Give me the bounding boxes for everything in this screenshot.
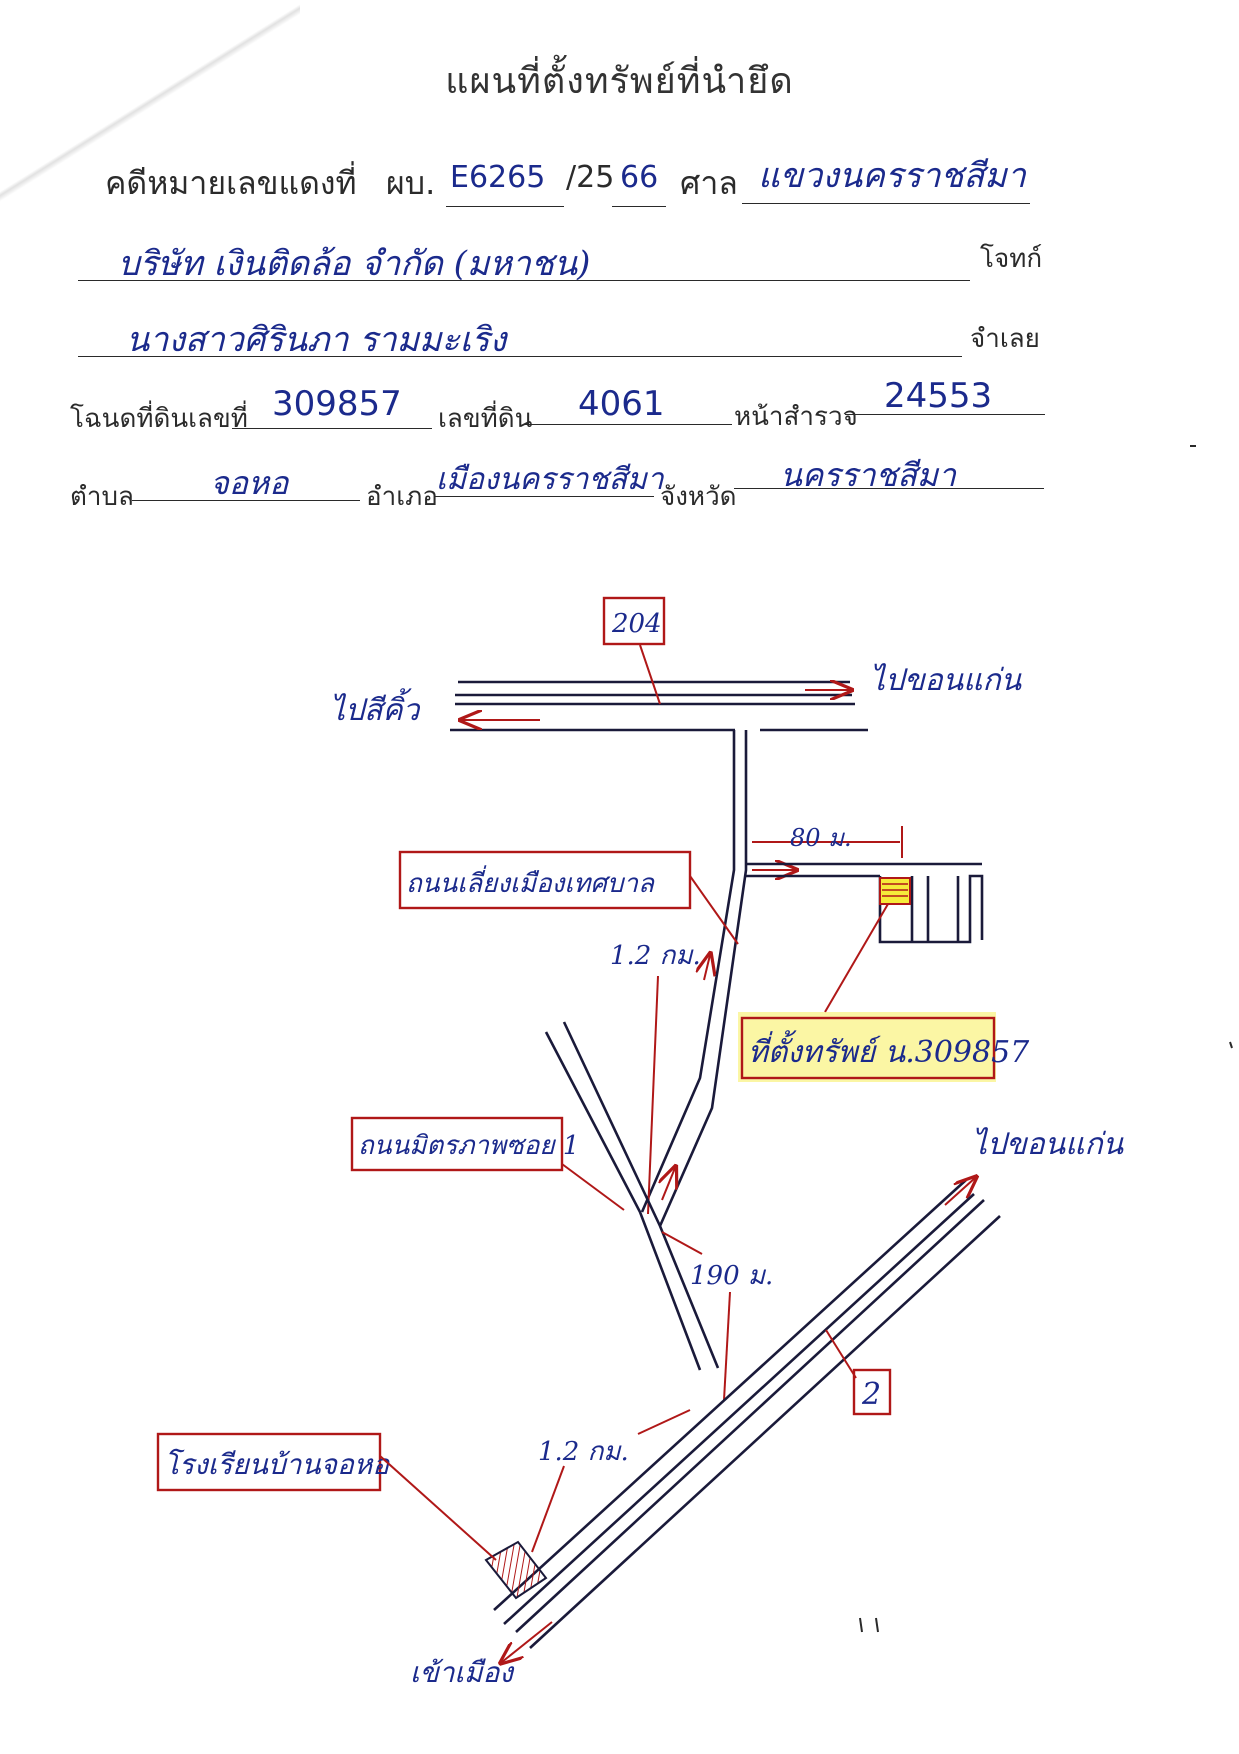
bypass-road-box (398, 850, 692, 910)
dim-190m-line (723, 1291, 731, 1401)
court-underline (742, 203, 1030, 204)
case-number-label: คดีหมายเลขแดงที่ (105, 164, 357, 202)
case-year-prefix: /25 (566, 160, 615, 195)
dist-190m: 190 ม. (690, 1261, 773, 1291)
mittraphap-soi-label: ถนนมิตรภาพซอย 1 (358, 1131, 579, 1161)
property-leader (824, 903, 889, 1013)
route-204-label: 204 (611, 609, 662, 639)
dist-80m: 80 ม. (790, 824, 852, 852)
subdistrict-value: จอหอ (210, 464, 289, 502)
case-number-value: E6265 (450, 160, 546, 195)
property-box (740, 1016, 996, 1080)
survey-page-label: หน้าสำรวจ (734, 402, 858, 432)
to-city: เข้าเมือง (410, 1656, 515, 1689)
school-marker (484, 1540, 548, 1600)
to-khonkaen-right: ไปขอนแก่น (972, 1127, 1125, 1162)
property-soi (746, 862, 984, 944)
dist-1-2km-bottom: 1.2 กม. (538, 1437, 629, 1467)
case-year-value: 66 (620, 160, 659, 195)
property-highlight (738, 1012, 996, 1082)
dist-1-2km-top: 1.2 กม. (610, 941, 701, 971)
defendant-underline (78, 356, 962, 357)
defendant-label: จำเลย (970, 324, 1040, 354)
highway-204 (450, 680, 868, 732)
property-label: ที่ตั้งทรัพย์ น.309857 (748, 1030, 1030, 1070)
arrow-to-city (502, 1621, 553, 1662)
paper-fold-mark (0, 0, 300, 220)
stray-marks (859, 445, 1233, 1633)
deed-number-label: โฉนดที่ดินเลขที่ (70, 404, 248, 434)
subdistrict-underline (132, 500, 360, 501)
court-label: ศาล (680, 164, 738, 202)
district-value: เมืองนครราชสีมา (436, 462, 664, 497)
district-underline (434, 496, 654, 497)
deed-number-underline (232, 428, 432, 429)
bypass-road-leader (689, 875, 739, 945)
land-number-value: 4061 (578, 384, 665, 424)
dist-1-2km-bottom-leader (637, 1409, 691, 1435)
arrow-bypass-lower (662, 1168, 675, 1201)
route-2-box (852, 1368, 892, 1416)
route-204-box (602, 596, 666, 646)
arrow-bypass-north (704, 955, 710, 981)
mittraphap-soi-box (350, 1116, 564, 1172)
deed-number-value: 309857 (272, 384, 402, 424)
mittraphap-soi-1 (544, 1021, 720, 1371)
subdistrict-label: ตำบล (70, 482, 134, 512)
to-khonkaen-top: ไปขอนแก่น (870, 663, 1023, 698)
bypass-road-label: ถนนเลี่ยงเมืองเทศบาล (406, 865, 655, 899)
route-2-leader (825, 1329, 857, 1379)
plaintiff-name: บริษัท เงินติดล้อ จำกัด (มหาชน) (118, 244, 591, 284)
property-marker-fill (882, 883, 908, 897)
case-number-underline (446, 206, 564, 207)
bypass-road (640, 730, 748, 1227)
route-2-label: 2 (861, 1377, 881, 1412)
school-leader (379, 1455, 497, 1561)
case-year-underline (612, 206, 666, 207)
page-title: แผนที่ตั้งทรัพย์ที่นำยึด (445, 61, 794, 102)
school-box (156, 1432, 382, 1492)
property-marker (879, 877, 911, 905)
arrow-to-khonkaen-right (944, 1178, 975, 1206)
mittraphap-soi-leader (561, 1163, 625, 1211)
route-204-leader (639, 644, 661, 705)
dist-1-2km-bottom-tick (531, 1465, 565, 1553)
province-underline (734, 488, 1044, 489)
court-name: แขวงนครราชสีมา (758, 156, 1026, 196)
plaintiff-label: โจทก์ (980, 244, 1043, 274)
land-number-label: เลขที่ดิน (438, 404, 533, 434)
land-number-underline (524, 424, 732, 425)
survey-page-value: 24553 (884, 376, 993, 416)
province-value: นครราชสีมา (780, 456, 956, 494)
school-label: โรงเรียนบ้านจอหอ (164, 1448, 390, 1481)
defendant-name: นางสาวศิรินภา รามมะเริง (126, 320, 507, 360)
dist-1-2km-top-leader (647, 975, 659, 1215)
survey-page-underline (845, 414, 1045, 415)
province-label: จังหวัด (660, 482, 737, 512)
to-sikhio: ไปสีคิ้ว (330, 688, 422, 728)
plaintiff-underline (78, 280, 970, 281)
case-prefix: ผบ. (386, 164, 436, 202)
dim-190m-leader (661, 1231, 703, 1255)
district-label: อำเภอ (366, 482, 438, 512)
highway-2 (493, 1179, 1001, 1649)
